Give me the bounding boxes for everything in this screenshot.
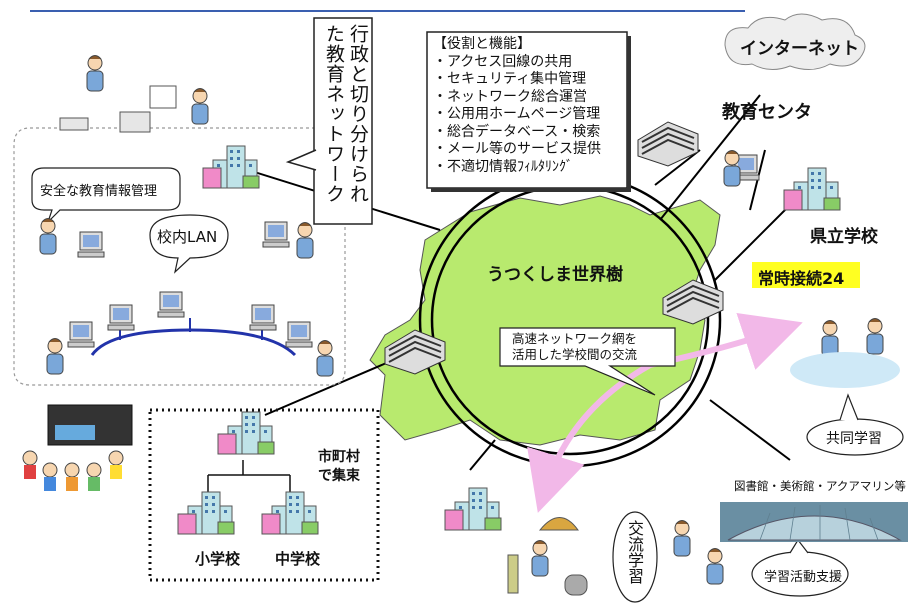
elementary-school-label: 小学校 [195, 550, 241, 568]
safe-management-label: 安全な教育情報管理 [40, 184, 158, 199]
role-item: ・メール等のサービス提供 [433, 141, 601, 157]
role-item: ・総合データベース・検索 [433, 123, 601, 140]
joint-learning-label: 共同学習 [826, 431, 882, 447]
region-shape [369, 195, 721, 446]
learning-support-label: 学習活動支援 [764, 570, 843, 585]
municipal-group-label: 市町村 で集束 [318, 448, 360, 486]
teacher-computer-icon [262, 221, 290, 248]
exchange-learning-label: 交流学習 [625, 520, 644, 584]
community-school-icon [444, 487, 502, 531]
user-figure-icon [296, 222, 314, 259]
network-name: うつくしま世界樹 [487, 265, 623, 285]
student-figure-icon [866, 318, 884, 355]
tree-icon [538, 517, 579, 531]
lan-computer-icon [285, 321, 313, 348]
facilities-label: 図書館・美術館・アクアマリン等 [734, 479, 906, 493]
municipal-center-icon [217, 411, 275, 455]
district-label-box [313, 17, 373, 225]
student-figure-icon [673, 520, 691, 557]
classroom-students-icon [22, 450, 124, 491]
safe-management-bubble [31, 167, 181, 223]
admin-computer-icon [77, 231, 105, 258]
roles-title: 【役割と機能】 [433, 36, 531, 52]
municipal-group-line: で集束 [318, 468, 360, 484]
elementary-school-icon [177, 491, 235, 535]
operator-figure-icon [723, 150, 741, 187]
internet-cloud [724, 13, 866, 70]
school-building-icon [202, 145, 260, 189]
server-computer-icon [157, 291, 185, 318]
teacher-figure-icon [86, 55, 104, 92]
education-center-label: 教育センタ [722, 102, 812, 123]
school-lan-bubble [149, 214, 229, 274]
municipal-group-line: 市町村 [318, 449, 360, 465]
lan-computer-icon [249, 304, 277, 331]
exchange-note-line: 活用した学校間の交流 [512, 347, 638, 362]
school-lan-label: 校内LAN [157, 228, 218, 246]
student-figure-icon [531, 540, 549, 577]
junior-high-school-label: 中学校 [275, 550, 321, 568]
prefectural-school-icon [783, 167, 841, 211]
student-figure-icon [46, 338, 64, 375]
roles-box [426, 31, 628, 189]
role-item: ・ネットワーク総合運営 [433, 88, 587, 105]
lan-computer-icon [67, 321, 95, 348]
staff-figure-icon [191, 88, 209, 125]
lan-cable [90, 328, 297, 357]
role-item: ・セキュリティ集中管理 [433, 71, 587, 87]
district-label: 行政と切り分けられた教育ネットワーク [323, 24, 369, 204]
water-scene [790, 352, 900, 388]
exchange-learning-bubble [612, 511, 658, 603]
exchange-note: 高速ネットワーク網を 活用した学校間の交流 [512, 331, 637, 363]
role-item: ・アクセス回線の共用 [433, 53, 573, 70]
student-figure-icon [821, 320, 839, 357]
always-connected-label: 常時接続24 [758, 269, 845, 288]
junior-high-school-icon [261, 491, 319, 535]
municipal-group-box [148, 408, 380, 582]
role-item: ・公用用ホームページ管理 [433, 106, 601, 122]
student-figure-icon [706, 548, 724, 585]
student-figure-icon [316, 340, 334, 377]
always-connected-highlight [752, 262, 860, 288]
exchange-arrow-left [527, 362, 652, 513]
lan-computer-icon [107, 304, 135, 331]
exchange-note-line: 高速ネットワーク網を [512, 331, 638, 346]
internet-label: インターネット [740, 39, 859, 59]
admin-figure-icon [39, 218, 57, 255]
roles-list: 【役割と機能】 ・アクセス回線の共用 ・セキュリティ集中管理 ・ネットワーク総合… [433, 36, 625, 176]
prefectural-school-label: 県立学校 [810, 227, 878, 247]
exchange-note-box [499, 327, 676, 396]
role-item: ・不適切情報ﾌｨﾙﾀﾘﾝｸﾞ [433, 158, 573, 175]
